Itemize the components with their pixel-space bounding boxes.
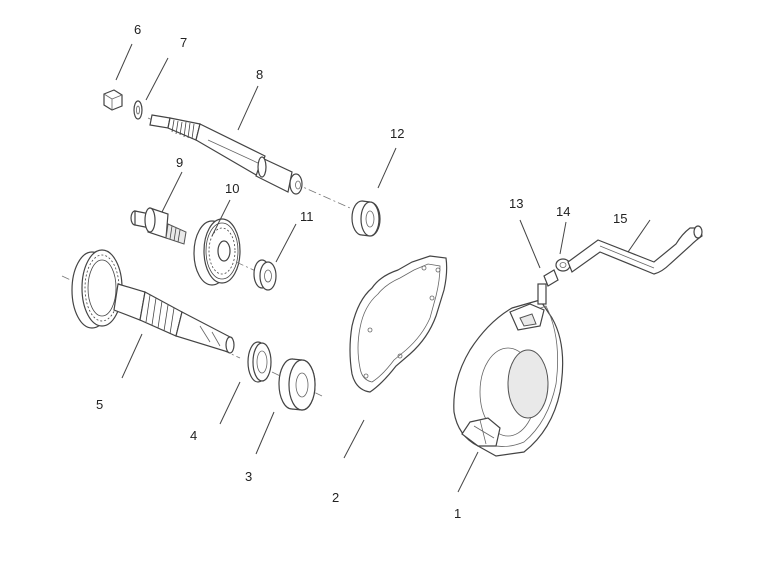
part-14-clamp bbox=[555, 258, 571, 272]
callout-5: 5 bbox=[96, 397, 103, 412]
callout-7: 7 bbox=[180, 35, 187, 50]
part-12-bearing bbox=[351, 200, 381, 237]
callout-2: 2 bbox=[332, 490, 339, 505]
callout-3: 3 bbox=[245, 469, 252, 484]
callout-6: 6 bbox=[134, 22, 141, 37]
callout-12: 12 bbox=[390, 126, 404, 141]
callout-1: 1 bbox=[454, 506, 461, 521]
callout-11: 11 bbox=[300, 209, 314, 224]
callout-9: 9 bbox=[176, 155, 183, 170]
callout-10: 10 bbox=[225, 181, 239, 196]
callout-14: 14 bbox=[556, 204, 570, 219]
part-11-bearing bbox=[253, 259, 277, 291]
part-6-nut bbox=[103, 89, 123, 111]
callout-13: 13 bbox=[509, 196, 523, 211]
part-10-gear bbox=[193, 218, 259, 286]
part-7-washer bbox=[133, 100, 143, 120]
part-9-hub bbox=[130, 207, 187, 245]
part-3-bearing bbox=[271, 358, 323, 411]
callout-4: 4 bbox=[190, 428, 197, 443]
part-13-fitting bbox=[543, 269, 559, 287]
part-2-gasket bbox=[349, 255, 448, 393]
callout-8: 8 bbox=[256, 67, 263, 82]
leader-lines bbox=[115, 43, 651, 493]
part-8-shaft bbox=[147, 114, 351, 209]
callout-15: 15 bbox=[613, 211, 627, 226]
part-4-seal bbox=[247, 341, 272, 383]
part-5-gear-shaft bbox=[61, 249, 241, 359]
part-15-hose bbox=[567, 225, 703, 275]
callout-labels: 6 7 8 12 9 10 11 5 4 3 2 1 13 14 15 bbox=[96, 22, 627, 521]
part-1-cover bbox=[453, 283, 564, 457]
